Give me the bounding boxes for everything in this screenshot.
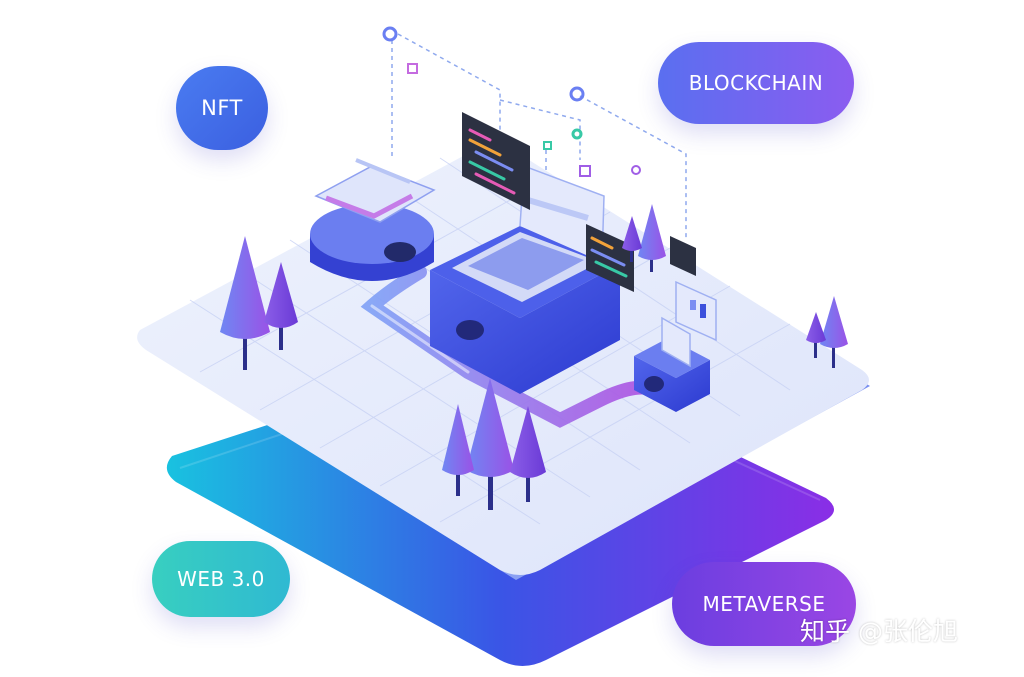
tree-icon bbox=[220, 204, 848, 510]
code-window-icon bbox=[462, 112, 696, 292]
network-lines bbox=[391, 33, 687, 240]
nft-label: NFT bbox=[201, 96, 243, 120]
blockchain-label: BLOCKCHAIN bbox=[688, 71, 824, 95]
phone-icon bbox=[634, 280, 717, 412]
ring-node-icon bbox=[382, 26, 585, 140]
metaverse-label-pill: METAVERSE bbox=[672, 562, 856, 646]
nft-label-pill: NFT bbox=[176, 66, 268, 150]
metaverse-label: METAVERSE bbox=[702, 592, 826, 616]
web3-label: WEB 3.0 bbox=[177, 567, 265, 591]
blockchain-label-pill: BLOCKCHAIN bbox=[658, 42, 854, 124]
laptop-icon bbox=[430, 164, 620, 394]
square-node-icon bbox=[407, 63, 641, 177]
tablet-icon bbox=[310, 158, 436, 281]
web3-label-pill: WEB 3.0 bbox=[152, 541, 290, 617]
watermark: 知乎 @张伦旭 bbox=[800, 617, 958, 646]
